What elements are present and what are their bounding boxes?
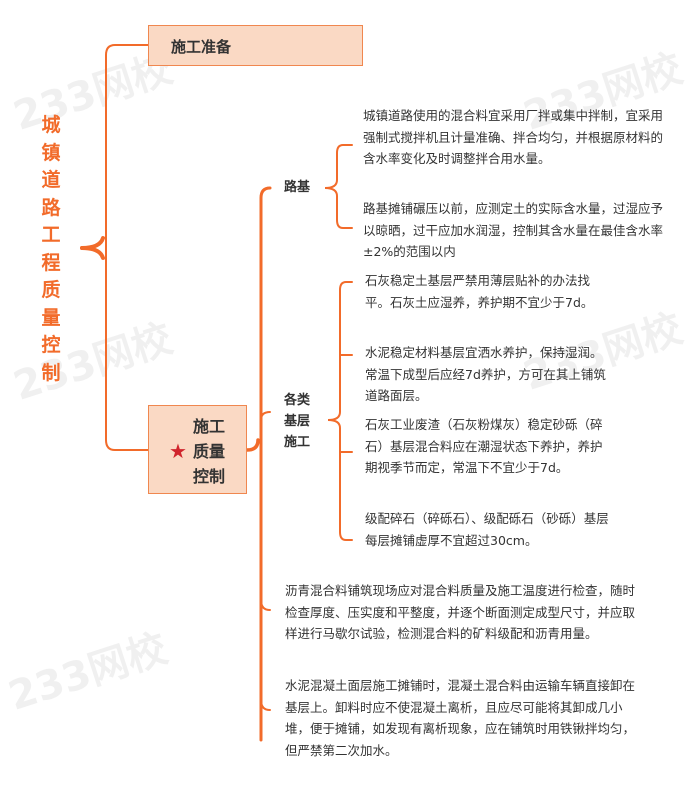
node-label: 各类 (284, 393, 311, 408)
node-subgrade[interactable]: 路基 (284, 180, 311, 195)
subgrade-item: 城镇道路使用的混合料宜采用厂拌或集中拌制，宜采用强制式搅拌机且计量准确、拌合均匀… (363, 108, 664, 166)
node-label: 施工准备 (171, 38, 232, 56)
asphalt-item: 沥青混合料铺筑现场应对混合料质量及施工温度进行检查，随时检查厚度、压实度和平整度… (285, 583, 636, 641)
node-quality-control[interactable]: ★ 施工 质量 控制 (148, 405, 247, 494)
base-item: 级配碎石（碎砾石）、级配砾石（砂砾）基层每层摊铺虚厚不宜超过30cm。 (365, 511, 609, 548)
base-item: 石灰稳定土基层严禁用薄层贴补的办法找平。石灰土应湿养，养护期不宜少于7d。 (365, 273, 594, 310)
base-item: 水泥稳定材料基层宜洒水养护，保持湿润。常温下成型后应经7d养护，方可在其上铺筑道… (365, 345, 606, 403)
node-base-construction[interactable]: 各类 基层 施工 (284, 390, 310, 453)
star-icon: ★ (169, 439, 187, 463)
concrete-item: 水泥混凝土面层施工摊铺时，混凝土混合料由运输车辆直接卸在基层上。卸料时应不使混凝… (285, 678, 636, 758)
base-item: 石灰工业废渣（石灰粉煤灰）稳定砂砾（碎石）基层混合料应在潮湿状态下养护，养护期视… (365, 417, 603, 475)
node-construction-prep[interactable]: 施工准备 (148, 25, 363, 66)
node-label: 基层 (284, 414, 311, 429)
node-label: 施工 (284, 435, 311, 450)
node-label: 施工 (193, 417, 226, 436)
subgrade-item: 路基摊铺碾压以前，应测定土的实际含水量，过湿应予以晾晒，过干应加水润湿，控制其含… (363, 201, 664, 259)
node-label: 质量 (193, 442, 226, 461)
root-title: 城镇道路工程质量控制 (41, 114, 61, 384)
node-label: 控制 (193, 467, 226, 486)
